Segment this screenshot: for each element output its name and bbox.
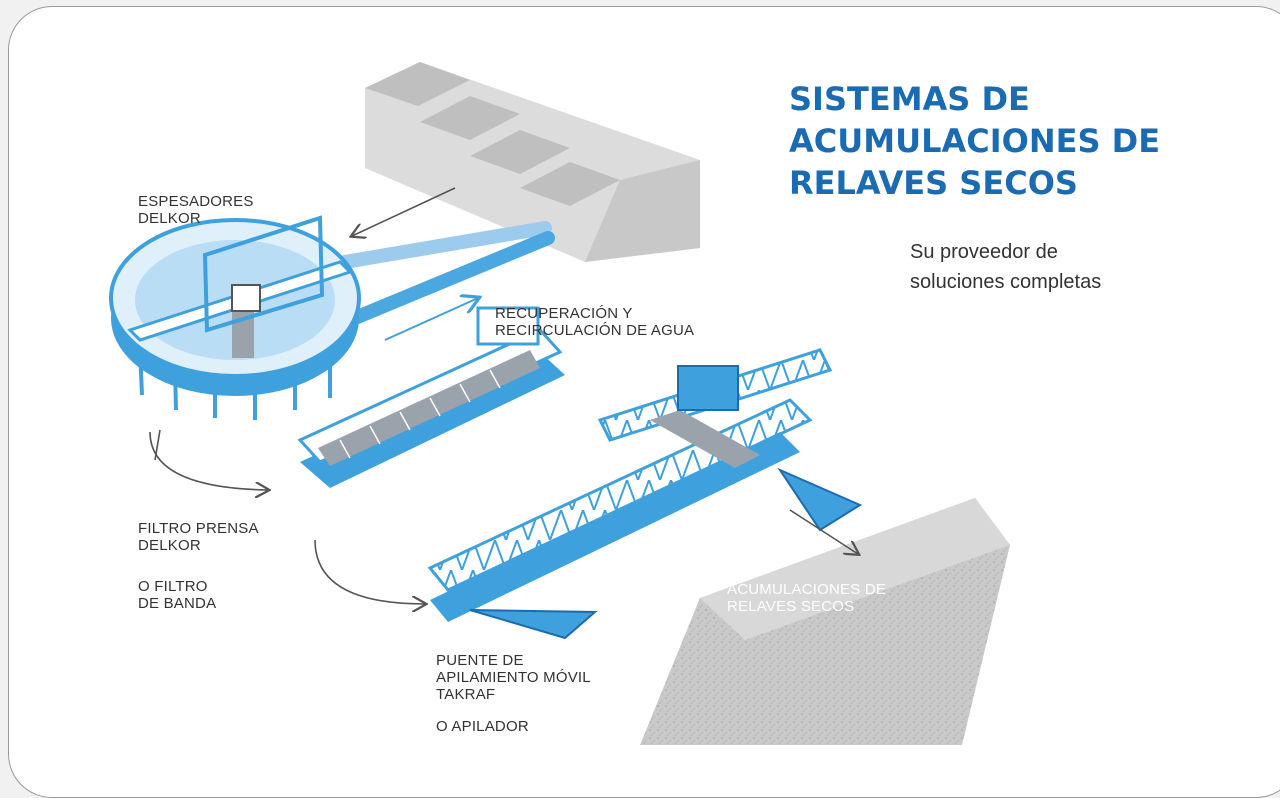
tagline-line-2: soluciones completas [910, 271, 1102, 293]
label-filter-press-line-1: FILTRO PRENSA [138, 520, 259, 537]
label-dry-stack-line-2: RELAVES SECOS [727, 598, 855, 615]
water-return-arrow [384, 298, 478, 341]
slurry-flow-arrow [352, 187, 456, 236]
label-thickener-line-1: ESPESADORES [138, 193, 254, 210]
thickener-illustration [109, 215, 361, 420]
label-belt-filter-line-1: O FILTRO [138, 578, 208, 595]
label-dry-stack-line-1: ACUMULACIONES DE [727, 581, 887, 598]
label-thickener: ESPESADORES DELKOR [138, 193, 254, 227]
label-mobile-bridge: PUENTE DE APILAMIENTO MÓVIL TAKRAF [436, 652, 591, 703]
label-filter-press-line-2: DELKOR [138, 537, 201, 554]
label-belt-filter: O FILTRO DE BANDA [138, 578, 216, 612]
label-bridge-line-2: APILAMIENTO MÓVIL [436, 669, 591, 686]
tagline: Su proveedor de soluciones completas [910, 237, 1101, 297]
tailings-dam-block [365, 62, 700, 262]
label-stacker: O APILADOR [436, 718, 529, 735]
label-thickener-line-2: DELKOR [138, 210, 201, 227]
title-line-2: ACUMULACIONES DE [789, 122, 1161, 160]
water-pipes [338, 187, 555, 341]
label-stacker-line-1: O APILADOR [436, 718, 529, 735]
discharge-arrow [789, 509, 858, 554]
feed-arrow-1 [149, 431, 268, 490]
label-water-line-2: RECIRCULACIÓN DE AGUA [495, 322, 695, 339]
process-illustration [109, 62, 1010, 745]
feed-arrow-2 [314, 539, 425, 604]
label-belt-filter-line-2: DE BANDA [138, 595, 217, 612]
title-line-3: RELAVES SECOS [789, 164, 1078, 202]
stacker-bridge-illustration [314, 348, 863, 640]
label-water-recovery: RECUPERACIÓN Y RECIRCULACIÓN DE AGUA [495, 305, 694, 339]
filter-press-illustration [149, 306, 565, 490]
label-dry-stack: ACUMULACIONES DE RELAVES SECOS [727, 581, 886, 615]
title-line-1: SISTEMAS DE [789, 80, 1030, 118]
label-bridge-line-3: TAKRAF [436, 686, 496, 703]
label-bridge-line-1: PUENTE DE [436, 652, 524, 669]
tagline-line-1: Su proveedor de [910, 241, 1058, 263]
main-title: SISTEMAS DE ACUMULACIONES DE RELAVES SEC… [789, 78, 1160, 204]
dry-stack-pile [640, 498, 1010, 745]
label-water-line-1: RECUPERACIÓN Y [495, 305, 633, 322]
label-filter-press: FILTRO PRENSA DELKOR [138, 520, 259, 554]
